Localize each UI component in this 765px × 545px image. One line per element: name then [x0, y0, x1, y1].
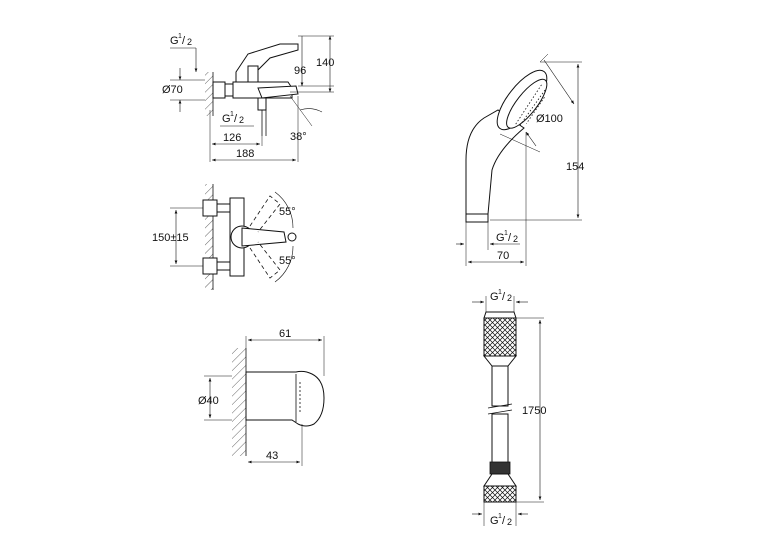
- depth-126-label: 126: [223, 132, 241, 144]
- hose-top-nut: [483, 317, 517, 357]
- thread-label-hose-bottom: G 1 / 2: [490, 513, 512, 527]
- height-total-label: 140: [316, 57, 334, 69]
- thread-label-hose-top: G 1 / 2: [490, 289, 512, 303]
- mixer-front-view: 55° 55° 150±15: [152, 184, 297, 290]
- hose-lower: [491, 413, 509, 465]
- mixer-lever: [235, 43, 299, 83]
- svg-text:/: /: [234, 113, 238, 125]
- angle-top-label: 55°: [279, 206, 296, 218]
- dia-outlet-label: Ø70: [162, 84, 183, 96]
- svg-text:/: /: [508, 232, 512, 244]
- wall-hatch-holder: [232, 348, 246, 456]
- svg-text:G: G: [490, 291, 499, 303]
- svg-text:1: 1: [504, 230, 508, 237]
- spacing-label: 150±15: [152, 232, 189, 244]
- thread-label-top: G 1 / 2: [170, 33, 192, 47]
- svg-text:2: 2: [513, 234, 518, 244]
- mixer-spout: [257, 85, 299, 99]
- svg-text:2: 2: [507, 517, 512, 527]
- svg-text:1: 1: [498, 289, 502, 296]
- wall-holder: 61 Ø40 43: [198, 328, 325, 466]
- svg-text:/: /: [502, 291, 506, 303]
- svg-text:2: 2: [187, 37, 192, 47]
- mixer-side-view: G 1 / 2 Ø70 140 96 G 1 / 2 38°: [162, 33, 334, 162]
- svg-text:G: G: [170, 35, 179, 47]
- width-shower-label: 70: [497, 250, 509, 262]
- angle-label: 38°: [290, 131, 307, 143]
- svg-text:G: G: [222, 113, 231, 125]
- mixer-front-lever: [241, 227, 287, 247]
- dia-head-label: Ø100: [536, 113, 563, 125]
- wall-hatch-front: [205, 184, 213, 290]
- width-top-label: 61: [279, 328, 291, 340]
- svg-text:/: /: [502, 515, 506, 527]
- svg-text:1: 1: [230, 111, 234, 118]
- holder-body: [245, 370, 325, 427]
- angle-bottom-label: 55°: [279, 255, 296, 267]
- hose-upper: [491, 365, 509, 407]
- hose-bottom-nut: [483, 485, 517, 503]
- dia-holder-label: Ø40: [198, 395, 219, 407]
- width-bottom-label: 43: [266, 450, 278, 462]
- length-shower-label: 154: [566, 161, 584, 173]
- svg-text:1: 1: [178, 33, 182, 40]
- svg-text:2: 2: [507, 293, 512, 303]
- thread-label-shower: G 1 / 2: [496, 230, 518, 244]
- svg-text:2: 2: [239, 115, 244, 125]
- hand-shower: Ø100 154 G 1 / 2 70: [456, 53, 584, 266]
- wall-hatch: [205, 72, 213, 116]
- height-spout-label: 96: [294, 65, 306, 77]
- thread-label-bottom: G 1 / 2: [222, 111, 244, 125]
- shower-hose: G 1 / 2 1750 G 1 / 2: [472, 289, 546, 527]
- hose-cone: [489, 461, 511, 475]
- svg-text:/: /: [182, 35, 186, 47]
- svg-text:G: G: [490, 515, 499, 527]
- hose-length-label: 1750: [522, 405, 546, 417]
- svg-text:1: 1: [498, 513, 502, 520]
- svg-text:G: G: [496, 232, 505, 244]
- depth-188-label: 188: [236, 148, 254, 160]
